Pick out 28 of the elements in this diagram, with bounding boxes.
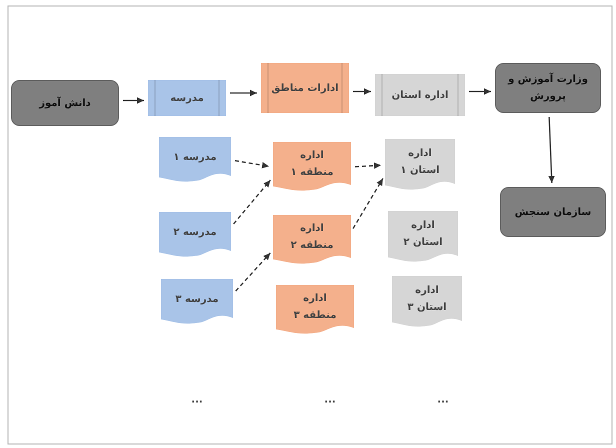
rounded-box: دانش آموز [11, 80, 119, 126]
process-box: مدرسه [148, 80, 226, 116]
arrow [354, 162, 382, 169]
process-box: اداره استان [375, 74, 465, 116]
ellipsis-label: ... [437, 394, 449, 406]
arrow [548, 116, 555, 184]
document-shape: مدرسه ۱ [159, 137, 231, 183]
document-shape: مدرسه ۳ [161, 279, 233, 325]
arrow [230, 90, 257, 96]
rounded-box: وزارت آموزش و پرورش [495, 63, 601, 113]
arrow [233, 180, 271, 224]
arrow [352, 178, 384, 229]
ellipsis-label: ... [191, 394, 203, 406]
arrow [469, 88, 491, 95]
document-shape: اداره منطقه ۲ [273, 215, 351, 265]
arrow [353, 88, 371, 95]
rounded-box: سازمان سنجش [500, 187, 606, 237]
document-shape: اداره منطقه ۱ [273, 142, 351, 192]
ellipsis-label: ... [324, 394, 336, 406]
arrow [234, 160, 270, 168]
document-shape: اداره استان ۲ [388, 211, 458, 263]
document-shape: مدرسه ۲ [159, 212, 231, 258]
process-box: ادارات مناطق [261, 63, 349, 113]
document-shape: اداره استان ۳ [392, 276, 462, 328]
document-shape: اداره استان ۱ [385, 139, 455, 191]
document-shape: اداره منطقه ۳ [276, 285, 354, 335]
arrow [235, 252, 271, 292]
arrow [123, 97, 144, 104]
